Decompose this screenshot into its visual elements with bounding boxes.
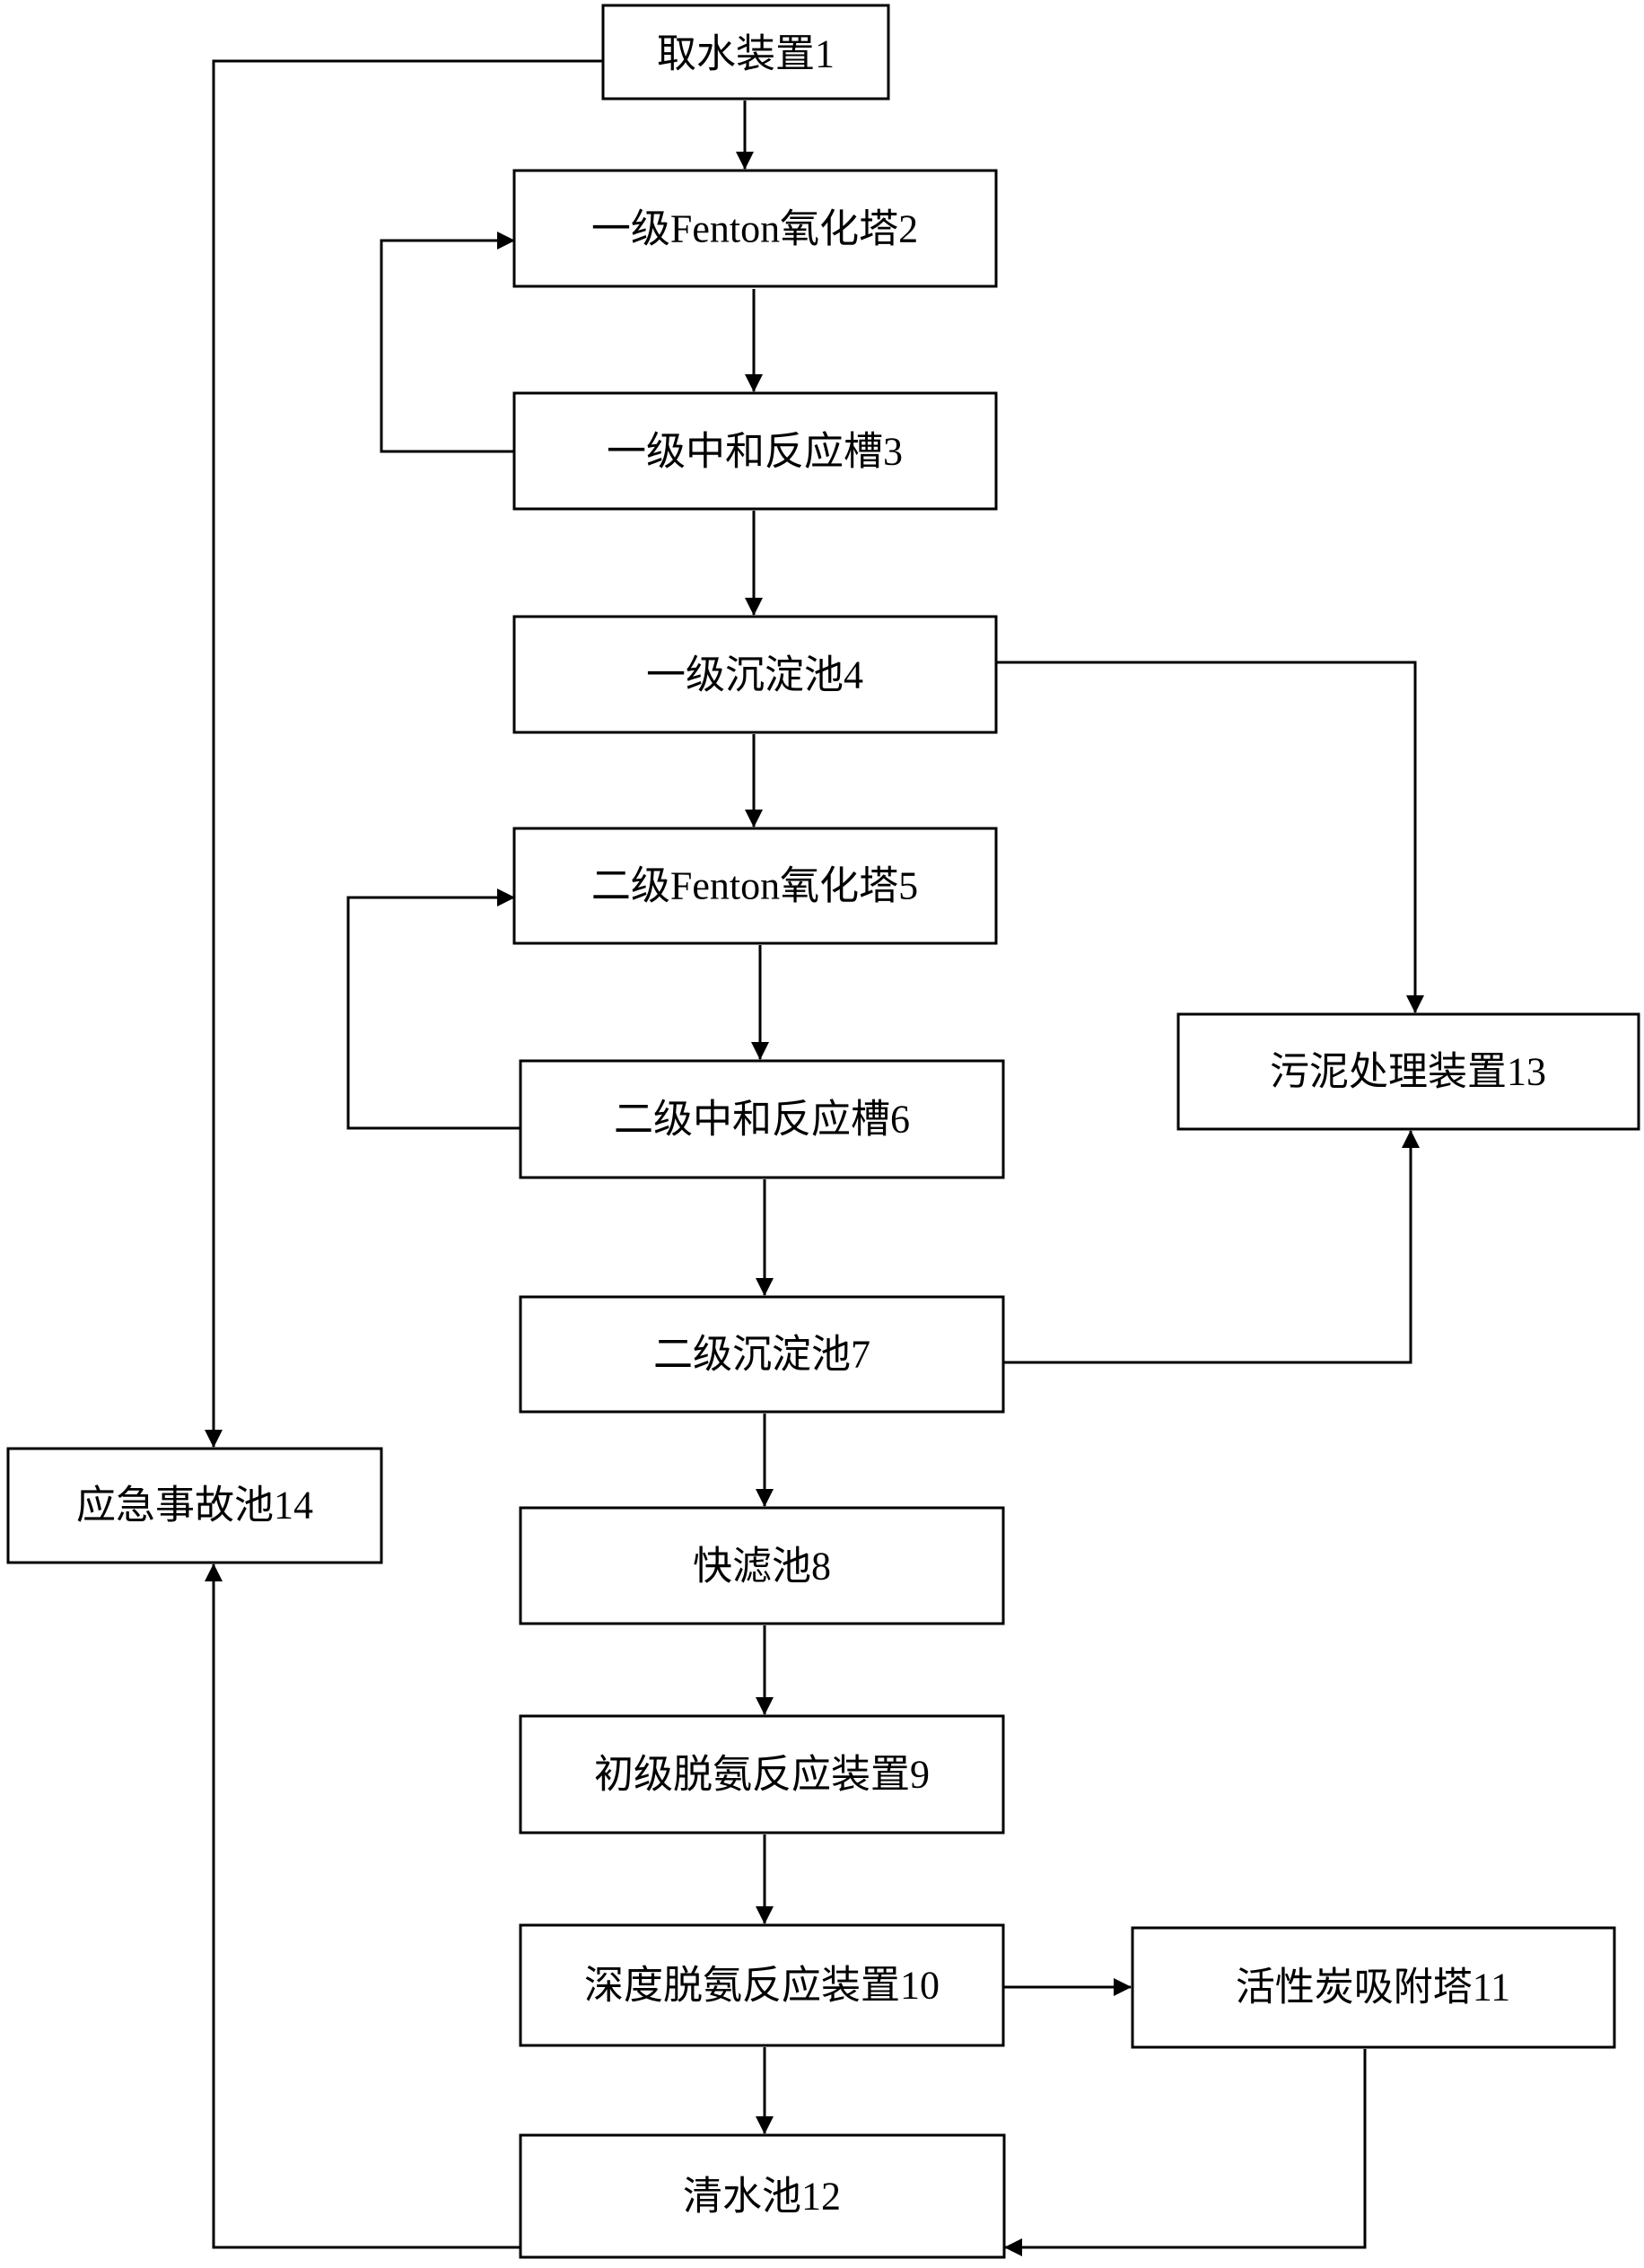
node-label: 一级Fenton氧化塔2 — [591, 207, 918, 251]
node-label: 初级脱氨反应装置9 — [594, 1753, 930, 1797]
node-box — [512, 827, 998, 945]
node-box — [519, 1714, 1005, 1835]
node-n9: 初级脱氨反应装置9 — [519, 1714, 1005, 1835]
node-label: 深度脱氨反应装置10 — [584, 1964, 940, 2008]
node-box — [519, 2133, 1006, 2259]
edge-n1-n14 — [205, 59, 603, 1448]
node-n11: 活性炭吸附塔11 — [1131, 1926, 1616, 2049]
node-n7: 二级沉淀池7 — [519, 1295, 1005, 1414]
node-box — [519, 1059, 1005, 1179]
node-n5: 二级Fenton氧化塔5 — [512, 827, 998, 945]
node-label: 应急事故池14 — [76, 1484, 313, 1528]
node-box — [6, 1447, 383, 1564]
node-n13: 污泥处理装置13 — [1176, 1012, 1640, 1131]
node-box — [1131, 1926, 1616, 2049]
node-n6: 二级中和反应槽6 — [519, 1059, 1005, 1179]
node-box — [512, 615, 998, 734]
edges — [205, 59, 1424, 2256]
edge-n12-n14 — [205, 1563, 520, 2249]
node-label: 一级沉淀池4 — [646, 653, 863, 697]
node-box — [512, 169, 998, 288]
node-box — [519, 1923, 1005, 2047]
edge-n11-n12 — [1004, 2049, 1367, 2256]
node-n14: 应急事故池14 — [6, 1447, 383, 1564]
node-label: 污泥处理装置13 — [1270, 1050, 1546, 1094]
edge-n3-n2 — [380, 232, 515, 453]
node-n4: 一级沉淀池4 — [512, 615, 998, 734]
node-label: 活性炭吸附塔11 — [1236, 1966, 1510, 2010]
edge-n4-n13 — [997, 661, 1424, 1013]
node-n3: 一级中和反应槽3 — [512, 391, 998, 511]
node-label: 清水池12 — [683, 2175, 841, 2219]
node-box — [512, 391, 998, 511]
node-box — [1176, 1012, 1640, 1131]
node-label: 取水装置1 — [657, 32, 835, 76]
node-label: 二级Fenton氧化塔5 — [591, 864, 918, 908]
nodes: 取水装置1 一级Fenton氧化塔2 一级中和反应槽3 一级沉淀池4 二级Fen… — [6, 4, 1640, 2259]
node-n8: 快滤池8 — [519, 1506, 1005, 1625]
node-box — [601, 4, 890, 101]
node-label: 一级中和反应槽3 — [607, 430, 903, 474]
node-n2: 一级Fenton氧化塔2 — [512, 169, 998, 288]
edge-n6-n5 — [346, 889, 520, 1130]
node-label: 快滤池8 — [693, 1545, 831, 1589]
node-n12: 清水池12 — [519, 2133, 1006, 2259]
node-label: 二级沉淀池7 — [653, 1333, 870, 1377]
edge-n7-n13 — [1004, 1130, 1420, 1364]
node-box — [519, 1295, 1005, 1414]
node-label: 二级中和反应槽6 — [614, 1098, 910, 1142]
node-n10: 深度脱氨反应装置10 — [519, 1923, 1005, 2047]
node-n1: 取水装置1 — [601, 4, 890, 101]
node-box — [519, 1506, 1005, 1625]
